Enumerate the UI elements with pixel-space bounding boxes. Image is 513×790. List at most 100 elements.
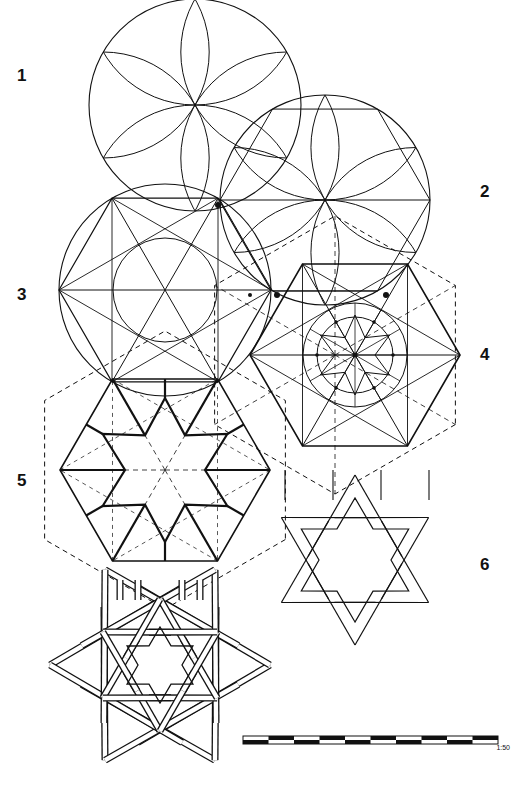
strap-band — [179, 580, 186, 600]
star-pattern — [227, 506, 243, 516]
dashed-line — [113, 379, 166, 470]
central-star — [127, 627, 193, 703]
ray-line — [310, 355, 355, 381]
star-line — [335, 517, 429, 518]
diameter-line — [303, 264, 408, 446]
intersection-dot — [334, 386, 338, 390]
diameter-line — [303, 264, 408, 446]
strap-band — [160, 599, 194, 658]
star-pattern — [86, 425, 102, 435]
star-pattern — [185, 379, 218, 435]
intersection-dot — [353, 353, 358, 358]
star-pattern — [60, 469, 125, 471]
dashed-line — [60, 470, 165, 471]
ray-line — [355, 329, 400, 355]
star-line — [381, 521, 428, 602]
intersection-dot — [215, 202, 221, 208]
scale-block — [396, 740, 422, 744]
intersection-dot — [274, 292, 280, 298]
intersection-dot — [372, 320, 376, 324]
ray-line — [310, 329, 355, 355]
intersection-dot — [372, 386, 376, 390]
strap-band — [183, 632, 217, 691]
strap-band — [103, 632, 137, 691]
strap-line — [332, 470, 333, 500]
construction-circle — [59, 184, 271, 396]
strap-line — [428, 470, 429, 500]
triangle-line — [59, 198, 218, 382]
stage-number: 4 — [480, 346, 489, 363]
ray-line — [355, 310, 381, 355]
scale-text: 1:50 — [496, 744, 510, 751]
scale-block — [371, 736, 397, 740]
dashed-hexagon — [45, 331, 286, 609]
hexagon-outline — [250, 264, 460, 446]
scale-block — [294, 740, 320, 744]
ray-line — [355, 355, 381, 400]
scale-frame — [243, 736, 498, 744]
star-line — [335, 602, 429, 603]
star-pattern — [113, 505, 146, 561]
triangle-line — [303, 264, 461, 446]
hexagon-outline — [60, 379, 270, 561]
ray-line — [329, 310, 355, 355]
ray-line — [355, 303, 356, 355]
intersection-dot — [248, 293, 252, 297]
star-pattern — [86, 506, 102, 516]
petal-arc — [0, 0, 209, 158]
inscribed-hexagon — [59, 198, 271, 382]
construction-circle — [220, 95, 430, 305]
strap-band — [118, 580, 122, 600]
star-pattern — [185, 505, 218, 561]
construction-circle — [89, 0, 301, 211]
ray-line — [329, 355, 355, 400]
strap-line — [380, 470, 381, 500]
strap-band — [136, 580, 140, 600]
scale-block — [269, 736, 295, 740]
construction-stages — [0, 0, 513, 760]
intersection-dot — [391, 353, 395, 357]
strap-band — [103, 632, 137, 691]
strap-band — [135, 580, 142, 600]
scale-block — [447, 740, 473, 744]
petal-arc — [220, 0, 430, 200]
stage-number: 1 — [17, 67, 26, 84]
strap-band — [126, 599, 160, 658]
strap-band — [197, 580, 204, 600]
scale-block — [473, 736, 499, 740]
star-pattern — [227, 425, 243, 435]
scale-block — [345, 740, 371, 744]
triangle-line — [250, 264, 408, 446]
star-pattern — [164, 379, 166, 398]
strap-band — [160, 599, 194, 658]
intersection-dot — [334, 320, 338, 324]
star-pattern — [205, 469, 270, 471]
petal-arc — [311, 43, 513, 253]
star-pattern — [164, 542, 166, 561]
strap-band — [126, 599, 160, 658]
ray-line — [303, 355, 355, 356]
dashed-line — [165, 470, 270, 471]
dashed-line — [60, 379, 218, 470]
dashed-line — [60, 470, 218, 561]
interlace-star — [281, 470, 429, 645]
strap-band — [117, 580, 124, 600]
scale-block — [243, 740, 269, 744]
strap-band — [180, 580, 184, 600]
ray-line — [355, 355, 356, 407]
inner-circle — [113, 238, 217, 342]
ray-line — [355, 355, 407, 356]
strap-line — [284, 470, 285, 500]
dashed-line — [113, 470, 271, 561]
dashed-line — [165, 470, 218, 561]
stage-number: 5 — [17, 472, 26, 489]
inner-star — [301, 498, 408, 622]
diameter-line — [112, 198, 218, 382]
stage-number: 3 — [17, 286, 26, 303]
ray-line — [355, 355, 400, 381]
scale-block — [320, 736, 346, 740]
strap-band — [198, 580, 202, 600]
strap-band — [149, 630, 217, 635]
